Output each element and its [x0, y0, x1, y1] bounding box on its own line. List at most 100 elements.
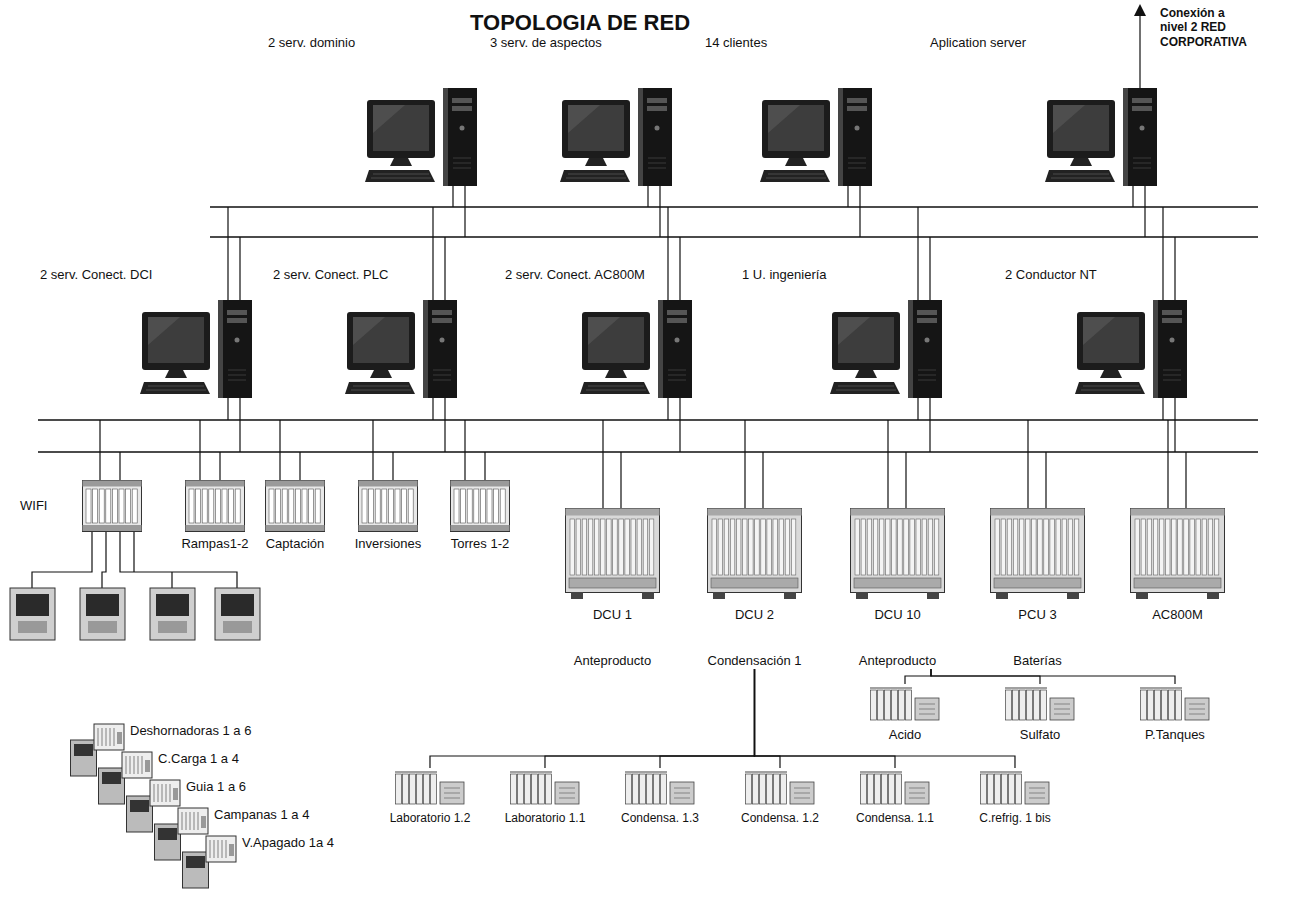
field-station-icon-part: [126, 756, 142, 774]
computer-node-icon-part: [568, 105, 600, 133]
wifi-rack-icon-part: [99, 489, 104, 523]
computer-node-icon-part: [760, 170, 830, 182]
io-unit-icon-part: [626, 774, 632, 804]
io-unit-icon-part: [538, 774, 544, 804]
computer-node-icon-part: [918, 370, 936, 380]
computer-node-icon-part: [390, 158, 412, 166]
field-station-icon-part: [102, 772, 121, 784]
field-station-icon-part: [210, 840, 226, 858]
io-unit-icon-part: [1054, 704, 1070, 714]
io-unit-icon-part: [633, 774, 639, 804]
io-unit-icon-part: [899, 690, 905, 720]
device-label: 2 Conductor NT: [1005, 268, 1097, 283]
io-unit: Laboratorio 1.2: [390, 768, 471, 826]
computer-node: 2 serv. Conect. DCI: [40, 268, 255, 400]
computer-node-icon-part: [443, 88, 448, 186]
computer-node-icon-part: [830, 382, 900, 394]
controller-cabinet-icon-part: [991, 509, 1085, 593]
plc-rack-icon-part: [185, 481, 244, 532]
field-station-icon-part: [74, 744, 93, 756]
io-unit-icon-part: [1050, 698, 1074, 720]
io-unit-icon-part: [781, 774, 787, 804]
computer-node-icon-part: [566, 174, 626, 178]
computer-node-icon-part: [1133, 158, 1151, 168]
io-unit-icon-part: [416, 774, 422, 804]
computer-node-icon-part: [768, 105, 824, 151]
controller-cabinet-icon-part: [1141, 519, 1146, 575]
field-station-icon-part: [158, 828, 177, 840]
io-unit-icon-part: [868, 774, 874, 804]
controller-cabinet-icon-part: [736, 519, 741, 575]
device-label: DCU 1: [593, 608, 632, 623]
controller-cabinet-icon-part: [1019, 519, 1024, 575]
computer-node-icon-part: [432, 318, 452, 323]
controller-cabinet-icon-part: [631, 519, 636, 575]
io-unit-icon: [625, 768, 695, 808]
terminal-body: [80, 588, 125, 640]
field-station-icon-part: [178, 808, 208, 834]
terminal-keys: [158, 621, 187, 633]
io-unit-icon-part: [674, 788, 690, 798]
plc-rack-icon-part: [315, 489, 320, 523]
io-unit-icon-part: [860, 771, 902, 772]
computer-node-icon-part: [1045, 170, 1115, 182]
io-unit-icon-part: [1013, 690, 1019, 720]
plc-rack-icon-part: [408, 489, 413, 523]
computer-node-icon-part: [453, 158, 471, 168]
computer-node-icon-part: [1083, 317, 1139, 363]
io-unit-icon-part: [1176, 690, 1182, 720]
computer-node: 1 U. ingeniería: [742, 268, 945, 400]
terminal-screen: [86, 594, 119, 616]
computer-node-icon-part: [373, 105, 405, 133]
computer-node-icon-part: [580, 382, 650, 394]
computer-node-icon-part: [140, 382, 210, 394]
io-unit: Acido: [870, 684, 940, 743]
computer-node-icon-part: [235, 338, 240, 343]
io-unit-icon-part: [661, 774, 667, 804]
io-unit: Sulfato: [1005, 684, 1075, 743]
plc-rack-icon-part: [358, 525, 417, 531]
controller-cabinet-icon-part: [637, 519, 642, 575]
io-unit-icon-part: [1034, 690, 1040, 720]
io-unit: Condensa. 1.3: [621, 768, 700, 826]
server-drop: [228, 398, 1175, 452]
field-station-icon-part: [155, 824, 181, 860]
lower-bus: [38, 420, 1258, 452]
field-station-icon-part: [206, 836, 236, 862]
plc-rack-icon-part: [266, 481, 325, 487]
computer-node-icon-part: [762, 100, 830, 158]
controller-cabinet-icon-part: [607, 519, 612, 575]
device-sublabel: Anteproducto: [859, 654, 936, 669]
io-unit-icon-part: [510, 771, 552, 772]
computer-node-icon-part: [855, 370, 877, 378]
controller-cabinet-icon-part: [730, 519, 735, 575]
io-unit-icon-part: [1185, 698, 1209, 720]
computer-node-icon-part: [1053, 105, 1085, 133]
controller-cabinet-icon: [850, 508, 945, 600]
computer-node-icon: [345, 300, 460, 400]
plc-rack-icon-part: [388, 489, 393, 523]
io-unit-icon-part: [885, 690, 891, 720]
controller-cabinet-icon-part: [713, 592, 725, 599]
controller-cabinet-icon-part: [1178, 519, 1183, 575]
controller-cabinet-icon-part: [886, 519, 891, 575]
io-unit-icon-part: [871, 690, 877, 720]
field-station-icon-part: [150, 780, 180, 806]
io-unit-icon-part: [524, 774, 530, 804]
computer-node-icon: [365, 88, 480, 188]
computer-node-icon-part: [365, 170, 435, 182]
controller-cabinet-icon-part: [1067, 592, 1079, 599]
field-station-icon-part: [130, 800, 149, 812]
terminal-screen: [221, 594, 254, 616]
computer-node-icon-part: [1081, 386, 1141, 390]
terminal-screen: [156, 594, 189, 616]
controller-cabinet-icon-part: [601, 519, 606, 575]
controller-cabinet-icon-part: [995, 519, 1000, 575]
field-station-icon-part: [201, 816, 206, 828]
wifi-rack-icon-part: [132, 489, 137, 523]
io-unit-icon-part: [640, 774, 646, 804]
device-label: 2 serv. Conect. DCI: [40, 268, 152, 283]
controller-cabinet-icon-part: [594, 519, 599, 575]
controller-cabinet-icon-part: [991, 509, 1085, 516]
io-unit-icon-part: [861, 774, 867, 804]
